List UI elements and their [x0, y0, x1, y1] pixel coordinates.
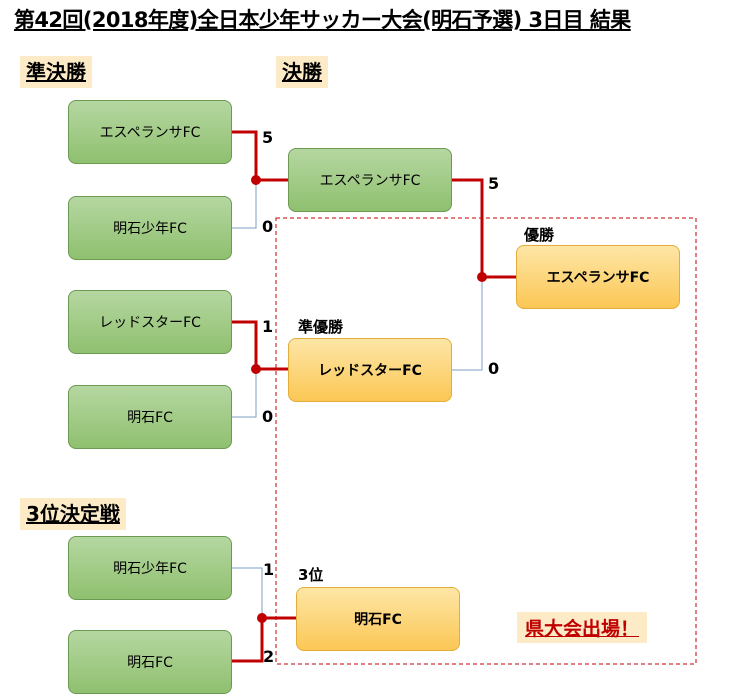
third-place-winner-line: [232, 618, 264, 663]
runner-up-label: 準優勝: [298, 318, 344, 336]
score-semifinal-2-a: 1: [262, 317, 274, 336]
score-semifinal-1-a: 5: [262, 128, 274, 147]
section-third-place: 3位決定戦: [20, 498, 126, 530]
section-semifinal: 準決勝: [20, 56, 92, 88]
score-semifinal-1-b: 0: [262, 217, 274, 236]
semifinal-1-junction: [251, 175, 261, 185]
score-final-a: 5: [488, 174, 500, 193]
score-final-b: 0: [488, 359, 500, 378]
score-semifinal-2-b: 0: [262, 407, 274, 426]
semifinal-2-loser-line: [232, 369, 257, 418]
team-box-semifinal-2-a: レッドスターFC: [68, 290, 232, 354]
champion-label: 優勝: [524, 226, 555, 244]
qualified-group-box: [275, 217, 697, 665]
semifinal-2-winner-line: [232, 320, 258, 369]
final-junction: [477, 272, 487, 282]
score-third-place-a: 1: [263, 560, 275, 579]
team-box-final-a: エスペランサFC: [288, 148, 452, 212]
team-box-semifinal-1-b: 明石少年FC: [68, 196, 232, 260]
team-box-third-place-b: 明石FC: [68, 630, 232, 694]
team-box-semifinal-2-b: 明石FC: [68, 385, 232, 449]
prefecture-qualified-note: 県大会出場！: [517, 612, 648, 643]
team-box-third-place-a: 明石少年FC: [68, 536, 232, 600]
semifinal-1-loser-line: [232, 180, 257, 229]
final-loser-line: [452, 277, 483, 371]
section-final: 決勝: [276, 56, 328, 88]
semifinal-1-winner-line: [232, 130, 258, 180]
third-place-label: 3位: [298, 566, 324, 584]
score-third-place-b: 2: [263, 647, 275, 666]
final-winner-line: [452, 178, 484, 277]
team-box-third-place-winner: 明石FC: [296, 587, 460, 651]
semifinal-2-junction: [251, 364, 261, 374]
team-box-runner-up: レッドスターFC: [288, 338, 452, 402]
page-title: 第42回(2018年度)全日本少年サッカー大会(明石予選) 3日目 結果: [14, 8, 631, 32]
team-box-semifinal-1-a: エスペランサFC: [68, 100, 232, 164]
third-place-junction: [257, 613, 267, 623]
team-box-champion: エスペランサFC: [516, 245, 680, 309]
third-place-loser-line: [232, 567, 263, 618]
